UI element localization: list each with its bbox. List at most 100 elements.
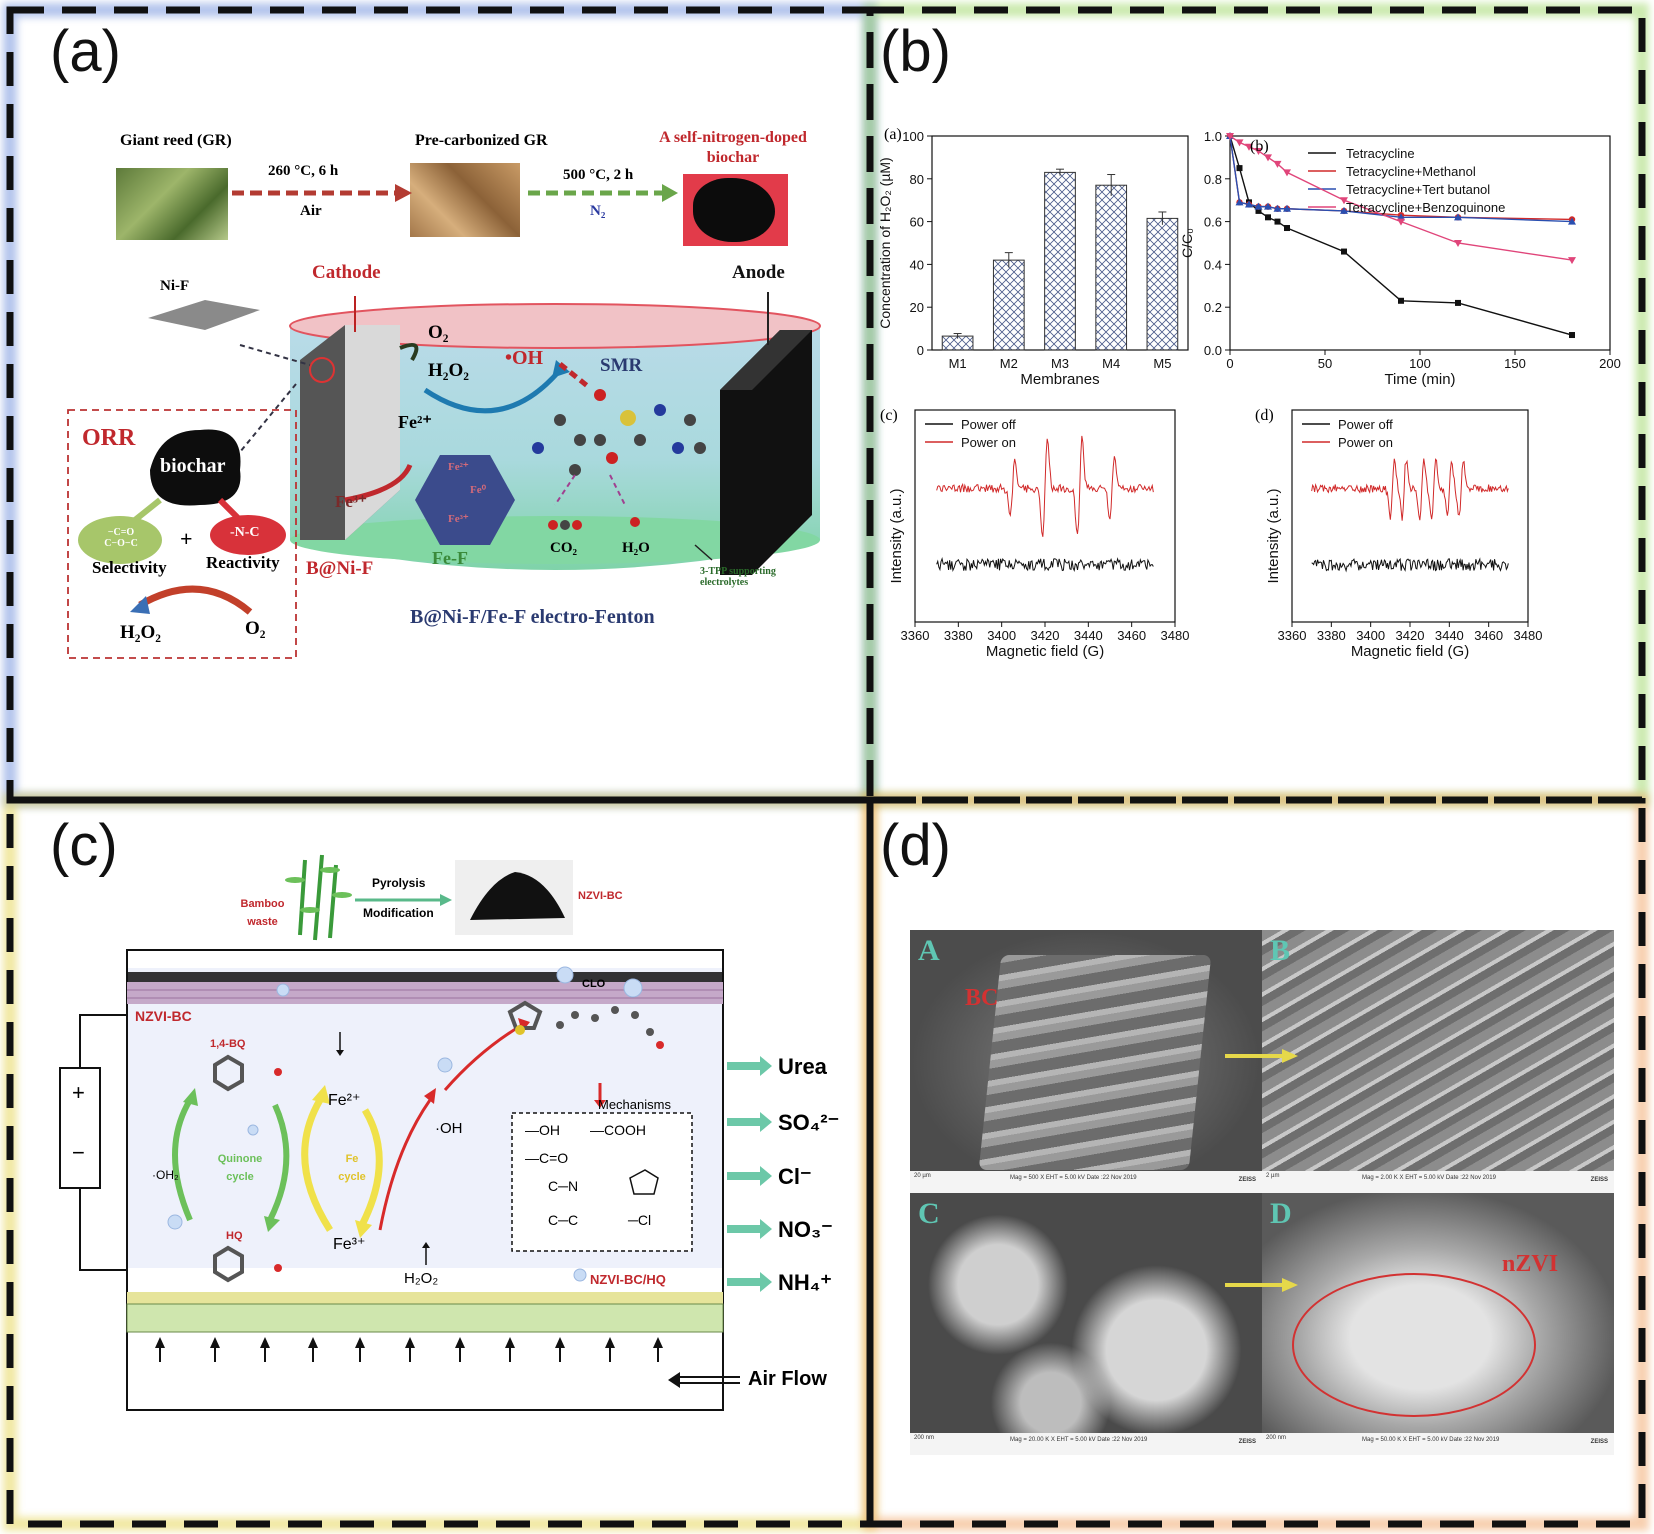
sem-d-meta: Mag = 50.00 K X EHT = 5.00 kV Date :22 N… xyxy=(1362,1437,1500,1443)
series-point xyxy=(1274,218,1281,225)
series-point xyxy=(1454,213,1462,221)
sem-d-scale: 200 nm xyxy=(1266,1435,1287,1441)
nitrate-label: NO₃⁻ xyxy=(778,1217,833,1242)
subfigure-a-label: (a) xyxy=(884,126,902,143)
bar-x-axis-label: Membranes xyxy=(1020,371,1099,388)
epr-x-tick-label: 3440 xyxy=(1435,628,1464,643)
legend-label-0: Tetracycline xyxy=(1346,146,1415,161)
giant-reed-image xyxy=(116,168,228,240)
step2-gas: N₂ xyxy=(590,203,606,219)
nc-group-label: -N-C xyxy=(230,525,260,540)
sem-b-meta: Mag = 2.00 K X EHT = 5.00 kV Date :22 No… xyxy=(1362,1175,1496,1181)
series-point xyxy=(1264,202,1272,210)
bar-x-tick-label: M3 xyxy=(1051,356,1069,371)
bc-label: BC xyxy=(965,985,999,1011)
step1-gas: Air xyxy=(300,203,322,219)
oxygen-groups-label: −C=O C−O−C xyxy=(104,527,138,549)
fe3-label: Fe³⁺ xyxy=(335,492,367,511)
legend-label-2: Tetracycline+Tert butanol xyxy=(1346,182,1490,197)
series-point xyxy=(1283,204,1291,212)
line-x-tick-label: 0 xyxy=(1226,356,1233,371)
fe2-ion-label: Fe²⁺ xyxy=(328,1092,361,1109)
line-x-axis-label: Time (min) xyxy=(1384,371,1455,388)
o2-label: O₂ xyxy=(428,322,449,343)
sem-c-meta: Mag = 20.00 K X EHT = 5.00 kV Date :22 N… xyxy=(1010,1437,1148,1443)
epr-legend-label-1: Power on xyxy=(961,435,1016,450)
panel-d: A BC 20 µm Mag = 500 X EHT = 5.00 kV Dat… xyxy=(870,800,1650,1534)
mech-co: —C=O xyxy=(525,1150,569,1166)
series-point xyxy=(1235,139,1244,147)
tpp-electrolyte-label: 3-TPP supporting electrolytes xyxy=(700,566,776,588)
legend-label-1: Tetracycline+Methanol xyxy=(1346,164,1476,179)
epr-y-axis-label: Intensity (a.u.) xyxy=(1265,488,1282,583)
biochar-label: biochar xyxy=(160,455,226,477)
chloride-label: Cl⁻ xyxy=(778,1164,812,1189)
line-y-tick-label: 0.2 xyxy=(1204,300,1222,315)
series-point xyxy=(1273,204,1282,212)
epr-power-off-trace xyxy=(1311,557,1509,573)
epr-x-tick-label: 3400 xyxy=(1356,628,1385,643)
series-point xyxy=(1340,206,1348,214)
clo-label: CLO xyxy=(582,978,606,990)
panel-c: Bamboo waste Pyrolysis Modification NZVI… xyxy=(0,800,870,1534)
bar-y-tick-label: 80 xyxy=(910,172,924,187)
line-y-axis-label: C/C₀ xyxy=(1179,228,1195,258)
nzvi-ellipse-marker xyxy=(1292,1273,1536,1417)
bar-y-tick-label: 20 xyxy=(910,300,924,315)
sem-image-a: A BC 20 µm Mag = 500 X EHT = 5.00 kV Dat… xyxy=(910,930,1262,1193)
series-point xyxy=(1569,332,1575,339)
series-point xyxy=(1235,198,1244,206)
pre-carbonized-image xyxy=(410,163,520,237)
ammonium-label: NH₄⁺ xyxy=(778,1270,832,1295)
bar-x-tick-label: M1 xyxy=(949,356,967,371)
orr-plus-sign: + xyxy=(180,526,193,551)
series-point xyxy=(1245,200,1253,208)
biochar-product-image xyxy=(683,174,788,246)
series-point xyxy=(1245,143,1253,151)
series-point xyxy=(1255,207,1262,214)
panel-d-arrows xyxy=(1225,1049,1298,1292)
mech-cooh: —COOH xyxy=(590,1122,646,1138)
h2o-label: H₂O xyxy=(622,540,650,556)
step1-condition: 260 °C, 6 h xyxy=(268,163,339,179)
sem-b-letter: B xyxy=(1270,934,1291,967)
epr-x-tick-label: 3460 xyxy=(1117,628,1146,643)
bar-M2 xyxy=(992,259,1025,351)
line-x-tick-label: 200 xyxy=(1599,356,1621,371)
nzvi-bc-electrode-label: NZVI-BC xyxy=(135,1008,192,1024)
sem-a-brand: ZEISS xyxy=(1238,1177,1256,1183)
line-y-tick-label: 0.0 xyxy=(1204,343,1222,358)
quinone-cycle-label: Quinone cycle xyxy=(217,1153,263,1183)
h2o2-label: H₂O₂ xyxy=(428,360,469,381)
series-point xyxy=(1454,240,1462,247)
hydroxyl-label: ·OH xyxy=(435,1120,463,1137)
fe3-ion-label: Fe³⁺ xyxy=(333,1236,366,1253)
selectivity-label: Selectivity xyxy=(92,558,167,577)
sem-a-info-bar: 20 µm Mag = 500 X EHT = 5.00 kV Date :22… xyxy=(910,1171,1262,1193)
fe-hex-fe3: Fe³⁺ xyxy=(448,513,469,525)
bar-x-tick-label: M4 xyxy=(1102,356,1120,371)
line-x-tick-label: 100 xyxy=(1409,356,1431,371)
series-point xyxy=(1568,217,1576,225)
bar-M4 xyxy=(1095,184,1128,351)
oh2-radical-label: ·OH₂ xyxy=(152,1168,179,1182)
series-point xyxy=(1273,160,1282,168)
ni-f-label: Ni-F xyxy=(160,278,190,294)
negative-terminal: − xyxy=(72,1140,85,1165)
fe-hex-fe0: Fe⁰ xyxy=(470,484,487,496)
series-point xyxy=(1283,169,1291,177)
pre-carbonized-label: Pre-carbonized GR xyxy=(415,132,548,149)
sem-c-brand: ZEISS xyxy=(1238,1439,1256,1445)
orr-o2-label: O₂ xyxy=(245,618,266,639)
sem-b-brand: ZEISS xyxy=(1590,1177,1608,1183)
panel-d-frame xyxy=(866,796,1646,1528)
reactivity-label: Reactivity xyxy=(206,553,280,572)
panel-c-letter: (c) xyxy=(50,813,118,878)
mech-cl: ─Cl xyxy=(628,1212,652,1228)
bar-M5 xyxy=(1146,217,1179,351)
hydroquinone-label: HQ xyxy=(226,1230,243,1242)
series-point xyxy=(1398,297,1404,304)
positive-terminal: + xyxy=(72,1080,85,1105)
